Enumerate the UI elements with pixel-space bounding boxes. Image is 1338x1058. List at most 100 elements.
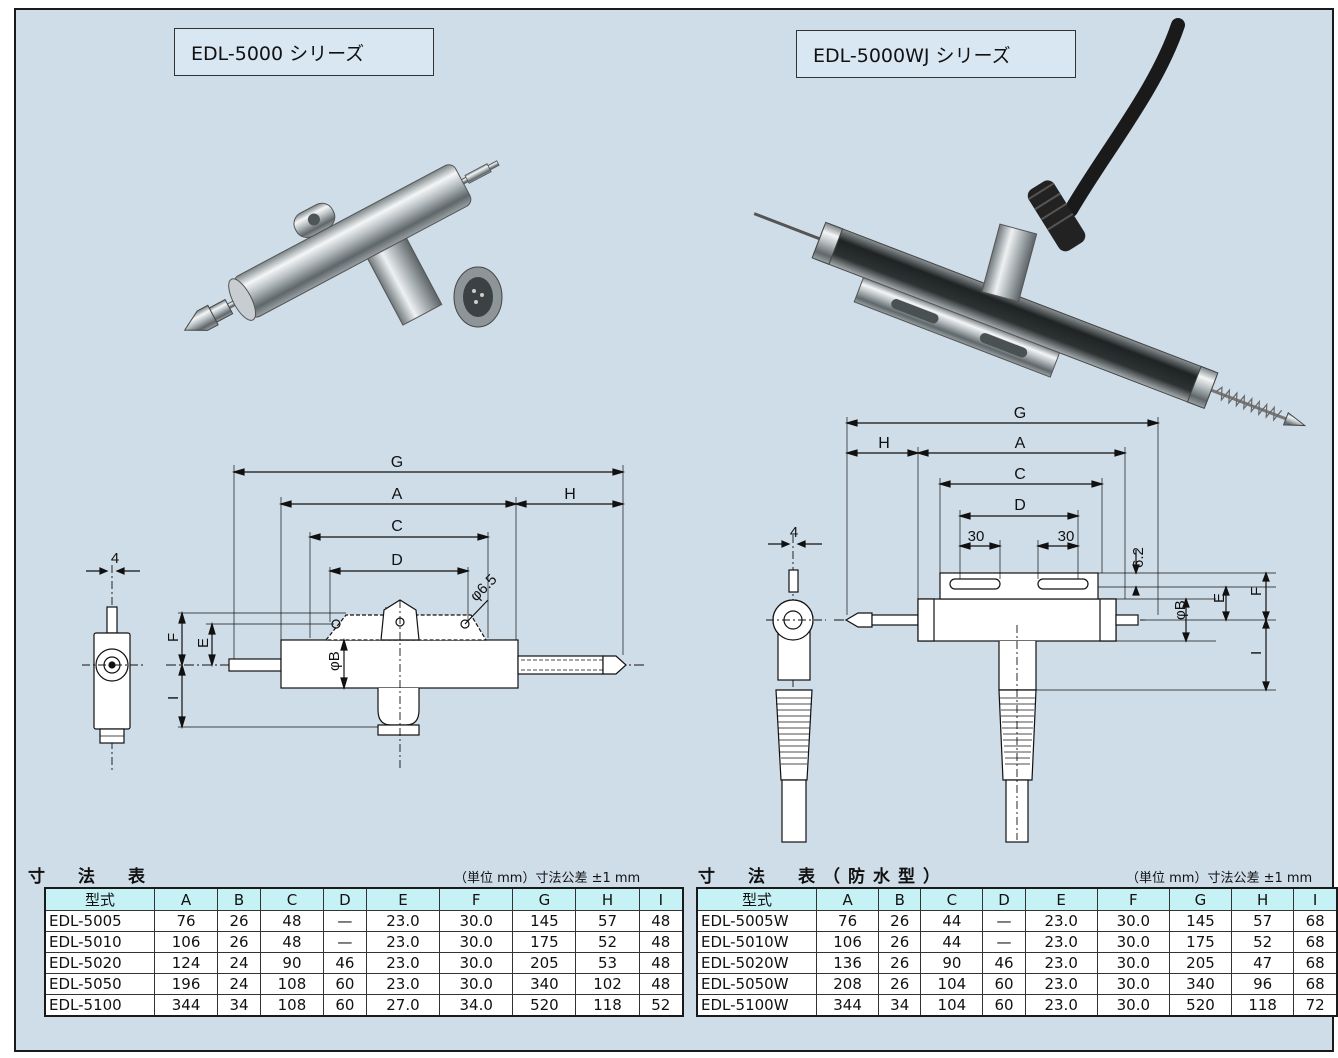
cell: 26 [878,931,922,953]
cell: 48 [638,931,684,953]
col-b: B [217,887,261,911]
cell: 208 [815,973,880,995]
cell: 34.0 [439,994,514,1017]
cell: 23.0 [1024,973,1098,995]
cell: 30.0 [439,910,514,932]
col-i: I [638,887,684,911]
col-a: A [153,887,219,911]
cell: 30.0 [1096,994,1170,1017]
cell: 23.0 [1024,952,1098,974]
dim-c: C [1014,466,1026,483]
dim-d: D [391,552,403,569]
cell: 76 [153,910,219,932]
col-d: D [982,887,1026,911]
dim-30-left: 30 [968,528,985,545]
cell: EDL-5010 [44,931,155,953]
col-i: I [1293,887,1338,911]
col-f: F [1096,887,1170,911]
cell: 340 [1168,973,1233,995]
cell: 24 [217,973,261,995]
cell: 52 [575,931,640,953]
series-label-edl5000: EDL-5000 シリーズ [174,28,434,76]
dim-phib: φB [326,651,343,671]
edl5000wj-dimension-drawing: G H A C D 30 30 6.2 4 φB E F I [766,405,1276,843]
cell: 68 [1293,931,1338,953]
cell: 60 [323,994,367,1017]
cell: 23.0 [1024,931,1098,953]
cell: 520 [512,994,577,1017]
dim-g: G [391,454,403,471]
col-a: A [815,887,880,911]
col-g: G [512,887,577,911]
cell: — [982,931,1026,953]
cell: 90 [259,952,325,974]
cell: — [982,910,1026,932]
cell: — [323,931,367,953]
cell: 48 [638,952,684,974]
cell: 44 [920,910,984,932]
dim-e: E [1211,593,1228,603]
cell: 26 [878,952,922,974]
unit-note-left: （単位 mm）寸法公差 ±1 mm [454,871,641,886]
cell: 23.0 [1024,994,1098,1017]
cell: 108 [259,994,325,1017]
cell: EDL-5050W [696,973,817,995]
cell: 57 [1231,910,1295,932]
cell: 52 [638,994,684,1017]
cell: 48 [259,931,325,953]
cell: 68 [1293,973,1338,995]
cell: 175 [512,931,577,953]
dim-d: D [1014,497,1026,514]
cell: EDL-5010W [696,931,817,953]
cell: 26 [217,910,261,932]
col-h: H [1231,887,1295,911]
dim-g: G [1014,405,1026,422]
cell: 26 [217,931,261,953]
cell: 340 [512,973,577,995]
dim-4-right: 4 [790,524,798,541]
cell: 47 [1231,952,1295,974]
cell: 118 [575,994,640,1017]
dim-i: I [1248,651,1265,655]
table-header-row: 型式 A B C D E F G H I [44,887,684,911]
cell: 23.0 [365,952,441,974]
dim-f: F [1248,587,1265,596]
cell: 68 [1293,952,1338,974]
cell: 344 [153,994,219,1017]
dim-c: C [391,518,403,535]
dim-phi65: φ6.5 [467,571,501,605]
cell: 104 [920,973,984,995]
cell: 48 [638,910,684,932]
cell: 60 [323,973,367,995]
cell: 30.0 [439,931,514,953]
cell: 96 [1231,973,1295,995]
cell: 106 [153,931,219,953]
cell: EDL-5020W [696,952,817,974]
cell: EDL-5050 [44,973,155,995]
cell: 27.0 [365,994,441,1017]
edl5000wj-product-photo [753,18,1307,427]
cell: 30.0 [439,952,514,974]
dim-phib: φB [1172,600,1189,620]
cell: 124 [153,952,219,974]
col-e: E [365,887,441,911]
col-h: H [575,887,640,911]
catalog-page: EDL-5000 シリーズ EDL-5000WJ シリーズ [14,8,1338,1052]
unit-note-right: （単位 mm）寸法公差 ±1 mm [1126,871,1313,886]
col-b: B [878,887,922,911]
edl5000-product-photo [183,160,503,331]
series-label-edl5000wj: EDL-5000WJ シリーズ [796,30,1076,78]
cell: 30.0 [1096,952,1170,974]
cell: 52 [1231,931,1295,953]
cell: 60 [982,994,1026,1017]
col-f: F [439,887,514,911]
dim-4-left: 4 [111,550,119,567]
cell: 60 [982,973,1026,995]
dim-a: A [1015,435,1026,452]
cell: 34 [878,994,922,1017]
